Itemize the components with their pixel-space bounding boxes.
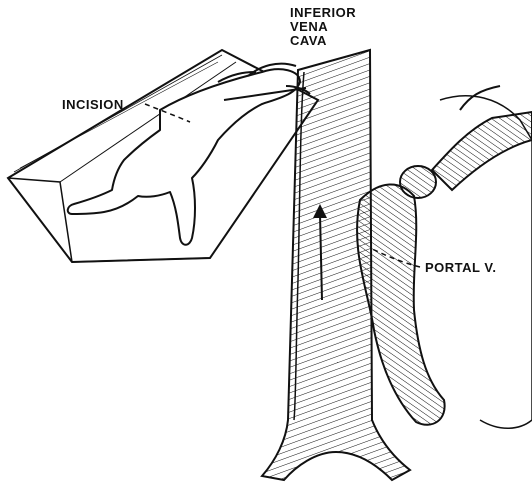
portal-vein	[357, 86, 532, 425]
ivc-label-line-1: INFERIOR	[290, 6, 356, 20]
ivc-label: INFERIOR VENA CAVA	[290, 6, 356, 48]
ivc-label-line-2: VENA	[290, 20, 356, 34]
incision-label: INCISION	[62, 98, 124, 112]
portal-vein-label: PORTAL V.	[425, 261, 496, 275]
ivc-label-line-3: CAVA	[290, 34, 356, 48]
